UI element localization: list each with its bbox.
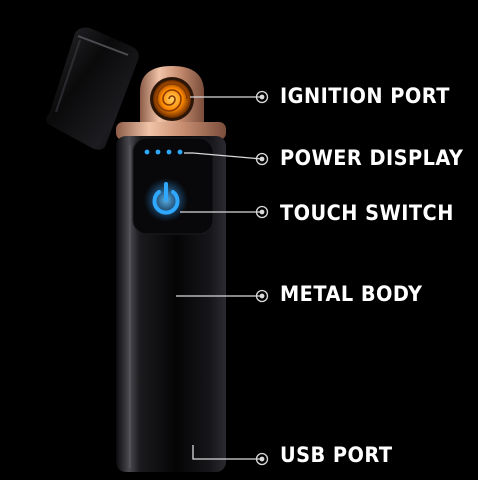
callout-marker-ignition xyxy=(255,90,269,104)
power-display-leds xyxy=(144,149,183,155)
label-metal-body: METAL BODY xyxy=(280,282,423,306)
power-icon[interactable] xyxy=(144,178,188,222)
label-touch-switch: TOUCH SWITCH xyxy=(280,201,454,225)
callout-marker-usb xyxy=(255,452,269,466)
callout-lines xyxy=(176,96,263,460)
lighter-cap xyxy=(46,27,139,150)
callout-marker-metal xyxy=(255,289,269,303)
label-usb-port: USB PORT xyxy=(280,443,393,467)
coil-icon xyxy=(153,80,191,118)
callout-line-usb xyxy=(192,445,262,460)
callout-markers xyxy=(255,90,269,466)
ignition-head xyxy=(140,66,204,122)
callout-line-power-2 xyxy=(192,152,263,160)
label-power-display: POWER DISPLAY xyxy=(280,146,464,170)
label-ignition-port: IGNITION PORT xyxy=(280,84,450,108)
callout-marker-touch xyxy=(255,205,269,219)
callout-marker-power xyxy=(255,152,269,166)
trim-band xyxy=(116,122,226,140)
